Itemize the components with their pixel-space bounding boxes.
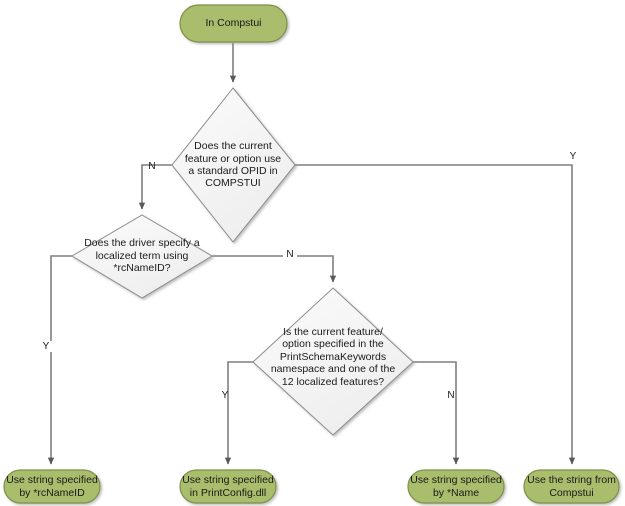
- node-decision-rcnameid-shape[interactable]: [71, 214, 213, 299]
- edge-opid-no-to-rcnameid: [138, 164, 172, 210]
- edge-printschema-no-to-name: [413, 361, 460, 465]
- edge-rcnameid-yes-to-result: [47, 255, 72, 465]
- node-result-name-shape[interactable]: [407, 469, 505, 504]
- node-result-printconfig-shape[interactable]: [179, 469, 277, 504]
- node-result-rcnameid-shape[interactable]: [3, 469, 101, 504]
- node-result-compstui-shape[interactable]: [523, 469, 620, 504]
- node-decision-printschema-shape[interactable]: [252, 287, 414, 436]
- node-decision-opid-shape[interactable]: [171, 87, 296, 243]
- connector-layer: [47, 43, 576, 465]
- node-start-shape[interactable]: [179, 4, 288, 43]
- edge-rcnameid-no-to-printschema: [212, 255, 337, 283]
- edge-printschema-yes-to-printconfig: [224, 361, 253, 465]
- edge-opid-yes-to-compstui: [295, 164, 576, 465]
